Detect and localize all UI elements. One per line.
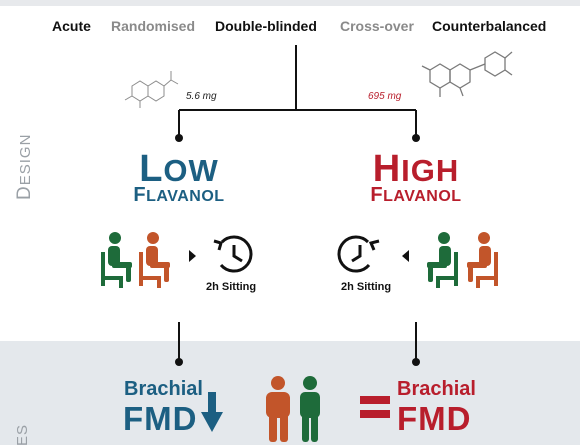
equals-sign-icon xyxy=(360,396,390,418)
molecule-icon xyxy=(124,71,179,108)
low-outcome-value: FMD xyxy=(123,400,198,437)
standing-person-icon xyxy=(266,376,290,442)
high-dose-label: 695 mg xyxy=(368,91,402,102)
outcomes-band xyxy=(0,341,580,445)
molecule-icon xyxy=(421,51,513,97)
low-sitting-label: 2h Sitting xyxy=(206,281,257,293)
chevron-left-icon xyxy=(402,250,409,262)
keyword-acute: Acute xyxy=(52,18,91,34)
standing-person-icon xyxy=(300,376,320,442)
keyword-counterbalanced: Counterbalanced xyxy=(432,18,547,34)
low-outcome-dot xyxy=(175,358,183,366)
sitting-person-icon xyxy=(467,232,498,288)
low-dose-label: 5.6 mg xyxy=(186,91,217,102)
keyword-double-blinded: Double-blinded xyxy=(215,18,317,34)
sitting-person-icon xyxy=(101,232,132,288)
low-arm-subtitle: FLAVANOL xyxy=(133,184,225,206)
sitting-person-icon xyxy=(139,232,170,288)
low-outcome-label: Brachial xyxy=(124,378,203,400)
high-outcome-label: Brachial xyxy=(397,378,476,400)
keyword-cross-over: Cross-over xyxy=(340,18,414,34)
high-outcome-dot xyxy=(412,358,420,366)
low-node-dot xyxy=(175,134,183,142)
design-connectors xyxy=(178,45,417,360)
keyword-randomised: Randomised xyxy=(111,18,196,34)
sitting-person-icon xyxy=(427,232,458,288)
high-arm-title: HIGH xyxy=(372,148,460,190)
high-node-dot xyxy=(412,134,420,142)
down-arrow-icon xyxy=(201,392,223,432)
chevron-right-icon xyxy=(189,250,196,262)
top-strip xyxy=(0,0,580,6)
clock-history-icon xyxy=(213,235,253,273)
clock-history-icon xyxy=(337,235,380,273)
high-sitting-label: 2h Sitting xyxy=(341,281,392,293)
low-arm-title: LOW xyxy=(139,148,219,190)
high-arm-subtitle: FLAVANOL xyxy=(370,184,462,206)
high-outcome-value: FMD xyxy=(397,400,472,437)
